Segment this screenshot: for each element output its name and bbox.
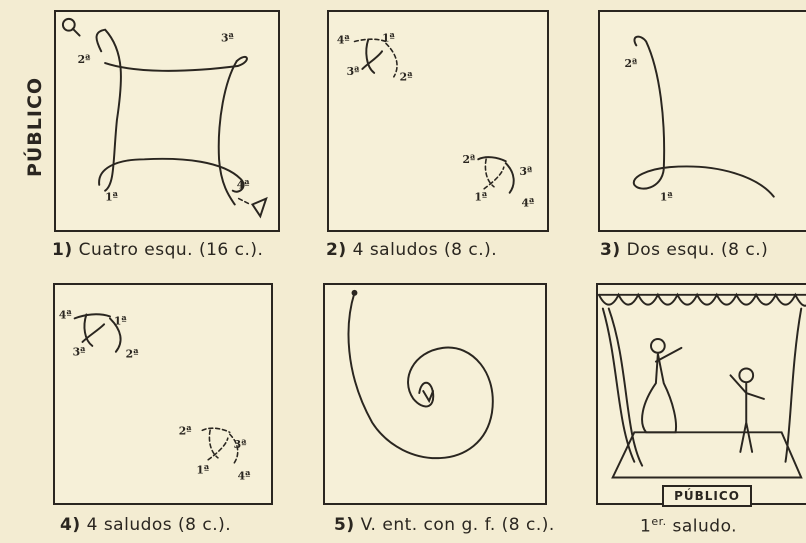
panel-3-drawing: 2ª 1ª — [600, 12, 806, 230]
dancer-path-top — [105, 57, 247, 71]
label-4: 4ª — [237, 179, 251, 192]
curtain-left-fold-2 — [609, 309, 642, 466]
caption-1-num: 1) — [52, 240, 73, 260]
caption-2-num: 2) — [326, 240, 347, 260]
diagram-panel-2: 4ª 1ª 3ª 2ª 2ª 3ª 1ª 4ª — [327, 10, 549, 232]
panel-4-drawing: 4ª 1ª 3ª 2ª 2ª 3ª 1ª 4ª — [55, 285, 271, 503]
label-1b: 1ª — [196, 464, 210, 477]
curtain-left-fold-1 — [603, 309, 634, 462]
caption-6: 1er. saludo. — [640, 515, 737, 537]
caption-3: 3) Dos esqu. (8 c.) — [600, 240, 768, 260]
label-3b: 3ª — [234, 438, 248, 451]
caption-4-text: 4 saludos (8 c.). — [87, 515, 232, 535]
label-2b: 2ª — [463, 153, 477, 166]
end-dash — [239, 199, 251, 205]
label-3: 3ª — [347, 65, 361, 78]
label-1: 1ª — [660, 191, 674, 204]
caption-5-text: V. ent. con g. f. (8 c.). — [361, 515, 555, 535]
spiral-arrow-icon — [423, 391, 433, 401]
caption-3-num: 3) — [600, 240, 621, 260]
caption-3-text: Dos esqu. (8 c.) — [627, 240, 769, 260]
dancer-man-head — [739, 368, 753, 382]
caption-5: 5) V. ent. con g. f. (8 c.). — [334, 515, 555, 535]
dancer-woman-head — [651, 339, 665, 353]
stage-floor — [613, 432, 802, 477]
spiral-path — [349, 293, 493, 458]
label-1: 1ª — [382, 31, 396, 44]
salute-path-a — [75, 314, 110, 318]
salute-path-d — [362, 51, 382, 69]
panel-2-drawing: 4ª 1ª 3ª 2ª 2ª 3ª 1ª 4ª — [329, 12, 547, 230]
stage-audience-label: PÚBLICO — [662, 485, 752, 507]
panel-5-drawing — [325, 285, 545, 503]
label-2: 2ª — [624, 57, 638, 70]
diagram-panel-3: 2ª 1ª — [598, 10, 806, 232]
diagram-panel-5 — [323, 283, 547, 505]
label-3: 3ª — [73, 346, 87, 359]
caption-2: 2) 4 saludos (8 c.). — [326, 240, 497, 260]
label-4: 4ª — [337, 33, 351, 46]
salute-path-b — [84, 314, 92, 345]
diagram-panel-1: 2ª 3ª 1ª 4ª — [54, 10, 280, 232]
salute-path-e — [478, 157, 505, 161]
salute-path-h — [484, 167, 504, 189]
diagram-panel-4: 4ª 1ª 3ª 2ª 2ª 3ª 1ª 4ª — [53, 283, 273, 505]
label-4b: 4ª — [238, 469, 252, 482]
caption-1: 1) Cuatro esqu. (16 c.). — [52, 240, 263, 260]
caption-6-sup: er. — [651, 515, 666, 528]
label-1: 1ª — [105, 191, 119, 204]
salute-path-b — [366, 39, 374, 72]
dancer-path-3 — [634, 37, 774, 197]
label-2: 2ª — [78, 53, 92, 66]
curtain-valance — [599, 295, 806, 306]
panel-1-drawing: 2ª 3ª 1ª 4ª — [56, 12, 278, 230]
caption-4-num: 4) — [60, 515, 81, 535]
caption-4: 4) 4 saludos (8 c.). — [60, 515, 231, 535]
salute-path-c — [386, 43, 397, 76]
label-4: 4ª — [59, 308, 73, 321]
caption-6-ordinal: 1 — [640, 517, 651, 537]
caption-5-num: 5) — [334, 515, 355, 535]
start-circle-tail — [73, 29, 80, 36]
dancer-woman-skirt — [642, 354, 676, 433]
label-1b: 1ª — [474, 191, 488, 204]
end-triangle-icon — [252, 199, 266, 217]
audience-side-label: PÚBLICO — [18, 62, 52, 192]
caption-2-text: 4 saludos (8 c.). — [353, 240, 498, 260]
side-label-text: PÚBLICO — [24, 77, 46, 177]
salute-path-e — [202, 428, 229, 432]
label-2b: 2ª — [179, 424, 193, 437]
caption-6-tail: saludo. — [667, 517, 737, 537]
salute-path-g — [506, 163, 514, 192]
label-1: 1ª — [114, 314, 128, 327]
stage-illustration-panel: PÚBLICO — [596, 283, 806, 505]
salute-path-h — [208, 438, 228, 460]
label-3b: 3ª — [520, 165, 534, 178]
dancer-path-right — [219, 61, 237, 204]
stage-drawing — [598, 285, 806, 503]
caption-1-text: Cuatro esqu. (16 c.). — [79, 240, 264, 260]
dancer-woman-arm — [656, 348, 682, 362]
label-3: 3ª — [221, 31, 235, 44]
label-4b: 4ª — [521, 196, 535, 209]
label-2: 2ª — [400, 71, 414, 84]
curtain-right-fold — [786, 309, 802, 462]
label-2: 2ª — [126, 348, 140, 361]
